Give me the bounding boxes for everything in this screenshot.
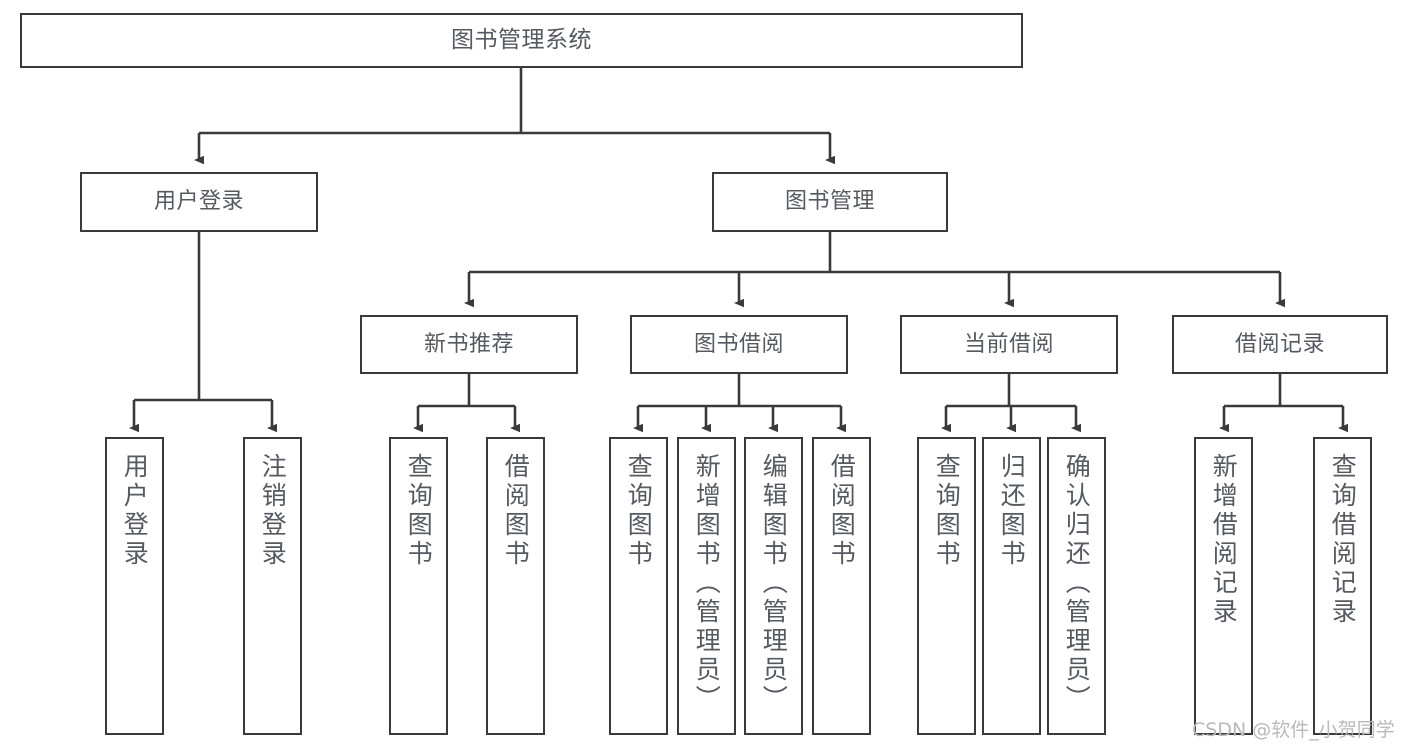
node-label: 确认归还（管理员） (1062, 453, 1092, 714)
node-label: 当前借阅 (963, 331, 1054, 357)
node-label: 注销登录 (258, 453, 288, 569)
node-leaf-borrow-add-book-admin[interactable]: 新增图书（管理员） (677, 437, 736, 735)
node-leaf-current-confirm-return-admin[interactable]: 确认归还（管理员） (1047, 437, 1106, 735)
node-label: 借阅图书 (501, 453, 531, 569)
node-leaf-recommend-query-book[interactable]: 查询图书 (389, 437, 448, 735)
csdn-watermark: CSDN @软件_小贺同学 (1192, 719, 1395, 741)
node-label: 图书管理 (784, 189, 875, 215)
node-book-management[interactable]: 图书管理 (712, 172, 948, 232)
node-borrow-record[interactable]: 借阅记录 (1172, 315, 1388, 374)
node-label: 查询图书 (404, 453, 434, 569)
node-label: 归还图书 (997, 453, 1027, 569)
node-label: 图书借阅 (693, 331, 784, 357)
node-label: 编辑图书（管理员） (759, 453, 789, 714)
node-leaf-record-query-record[interactable]: 查询借阅记录 (1313, 437, 1372, 735)
node-leaf-recommend-borrow-book[interactable]: 借阅图书 (486, 437, 545, 735)
node-label: 用户登录 (153, 189, 244, 215)
node-label: 新增借阅记录 (1209, 453, 1239, 627)
node-leaf-borrow-borrow-book[interactable]: 借阅图书 (812, 437, 871, 735)
node-label: 新书推荐 (423, 331, 514, 357)
node-label: 图书管理系统 (451, 26, 592, 53)
node-leaf-user-login-logout[interactable]: 注销登录 (243, 437, 302, 735)
node-label: 查询图书 (624, 453, 654, 569)
node-leaf-borrow-query-book[interactable]: 查询图书 (609, 437, 668, 735)
node-leaf-current-return-book[interactable]: 归还图书 (982, 437, 1041, 735)
node-label: 查询借阅记录 (1328, 453, 1358, 627)
node-label: 借阅图书 (827, 453, 857, 569)
node-user-login[interactable]: 用户登录 (80, 172, 318, 232)
node-leaf-user-login-login[interactable]: 用户登录 (105, 437, 164, 735)
node-leaf-record-add-record[interactable]: 新增借阅记录 (1194, 437, 1253, 735)
node-new-book-recommend[interactable]: 新书推荐 (360, 315, 578, 374)
node-leaf-current-query-book[interactable]: 查询图书 (917, 437, 976, 735)
node-label: 借阅记录 (1234, 331, 1325, 357)
node-label: 查询图书 (932, 453, 962, 569)
node-leaf-borrow-edit-book-admin[interactable]: 编辑图书（管理员） (744, 437, 803, 735)
node-label: 新增图书（管理员） (692, 453, 722, 714)
node-book-borrow[interactable]: 图书借阅 (630, 315, 848, 374)
node-current-borrow[interactable]: 当前借阅 (900, 315, 1118, 374)
node-label: 用户登录 (120, 453, 150, 569)
node-root-system[interactable]: 图书管理系统 (20, 13, 1023, 68)
